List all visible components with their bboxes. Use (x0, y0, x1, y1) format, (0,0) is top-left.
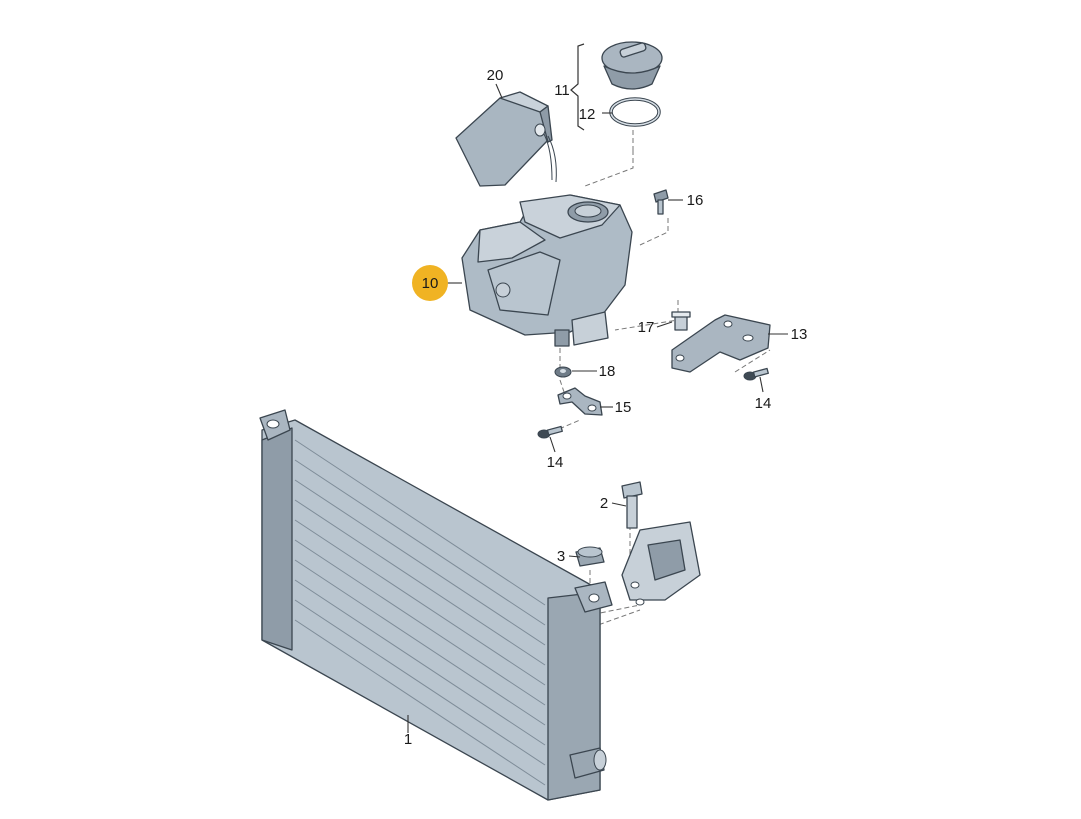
seal-ring-part-12 (609, 97, 661, 127)
part-number-labels: 20 11 12 16 10 17 13 18 14 15 14 2 3 1 (404, 67, 808, 748)
label-part-1: 1 (404, 731, 412, 748)
nut-part-18 (554, 366, 572, 378)
label-part-14-left: 14 (547, 454, 564, 471)
brace-11-12 (570, 43, 585, 131)
grommet-part-3 (575, 546, 605, 567)
label-part-2: 2 (600, 495, 608, 512)
label-part-10: 10 (422, 275, 439, 292)
label-part-14-right: 14 (755, 395, 772, 412)
cap-part-11 (601, 41, 663, 90)
label-part-12: 12 (579, 106, 596, 123)
label-part-11: 11 (554, 82, 570, 99)
bracket-part-13 (671, 314, 771, 373)
label-part-16: 16 (687, 192, 704, 209)
support-bracket (621, 521, 701, 606)
label-part-3: 3 (557, 548, 565, 565)
bolt-part-2 (621, 481, 643, 529)
highlight-badge (412, 265, 448, 301)
leader-lines (407, 83, 788, 733)
bracket-part-15 (557, 387, 603, 416)
label-part-17: 17 (638, 319, 655, 336)
label-part-13: 13 (791, 326, 808, 343)
label-part-20: 20 (487, 67, 504, 84)
clip-part-17 (671, 311, 691, 331)
bolt-part-16 (653, 189, 669, 215)
label-part-15: 15 (615, 399, 632, 416)
expansion-tank-part-10 (461, 194, 633, 347)
bolt-part-14-right (743, 367, 769, 381)
radiator-part-1 (259, 409, 613, 801)
coolant-bottle-part-20 (455, 91, 557, 187)
bolt-part-14-left (537, 425, 563, 439)
label-part-18: 18 (599, 363, 616, 380)
